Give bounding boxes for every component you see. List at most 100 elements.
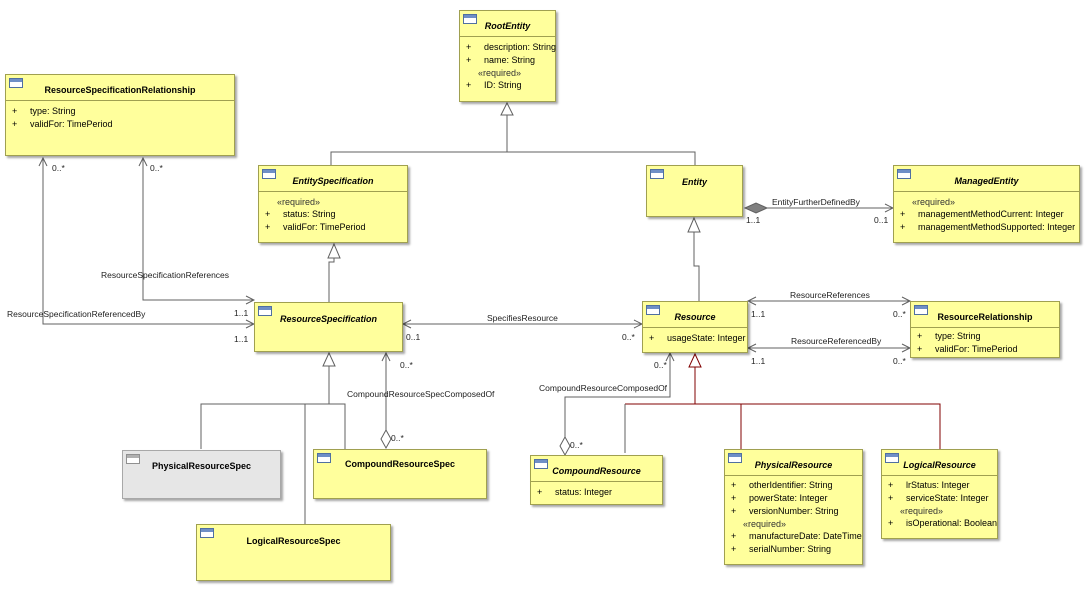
generalization-arrowhead-resourcespec <box>322 351 336 367</box>
class-compound-resource-spec[interactable]: CompoundResourceSpec <box>313 449 487 499</box>
class-name: RootEntity <box>484 21 531 31</box>
attribute-row: +status: Integer <box>537 487 613 497</box>
multiplicity: 0..* <box>400 360 413 370</box>
class-name: LogicalResource <box>903 460 976 470</box>
generalization-entityspec-resourcespec <box>328 258 335 302</box>
attribute-row: +serviceState: Integer <box>888 493 989 503</box>
arrow-crsco-top <box>381 351 391 362</box>
attribute-row: +lrStatus: Integer <box>888 480 970 490</box>
multiplicity: 0..* <box>391 433 404 443</box>
class-icon <box>258 306 272 316</box>
class-icon <box>646 305 660 315</box>
multiplicity: 0..* <box>622 332 635 342</box>
attribute-row: +managementMethodSupported: Integer <box>900 222 1076 232</box>
class-compound-resource[interactable]: CompoundResource +status: Integer <box>530 455 663 505</box>
multiplicity: 1..1 <box>746 215 761 225</box>
association-resource-spec-referenced-by <box>42 158 254 325</box>
attribute-row: +isOperational: Boolean <box>888 518 998 528</box>
class-entity-specification[interactable]: EntitySpecification «required» +status: … <box>258 165 408 243</box>
class-resource-specification-relationship[interactable]: ResourceSpecificationRelationship +type:… <box>5 74 235 156</box>
class-icon <box>650 169 664 179</box>
multiplicity: 1..1 <box>234 308 249 318</box>
multiplicity: 0..* <box>893 309 906 319</box>
multiplicity: 0..* <box>52 163 65 173</box>
generalization-arrowhead-entity <box>687 216 701 233</box>
stereotype-label: «required» <box>912 197 956 207</box>
class-icon <box>897 169 911 179</box>
arrow-rrb-left <box>746 343 757 353</box>
attribute-row: +versionNumber: String <box>731 506 839 516</box>
attribute-row: +serialNumber: String <box>731 544 832 554</box>
aggregation-diamond-compound-resource <box>559 435 571 457</box>
class-icon <box>885 453 899 463</box>
composition-diamond-entity <box>743 202 769 214</box>
class-icon <box>9 78 23 88</box>
stereotype-label: «required» <box>277 197 321 207</box>
class-icon <box>463 14 477 24</box>
attribute-row: +description: String <box>466 42 557 52</box>
class-icon <box>728 453 742 463</box>
attribute-row: +type: String <box>917 331 981 341</box>
class-logical-resource-spec[interactable]: LogicalResourceSpec <box>196 524 391 581</box>
stereotype-label: «required» <box>743 519 787 529</box>
attribute-row: +name: String <box>466 55 536 65</box>
label-entity-further-defined-by: EntityFurtherDefinedBy <box>772 197 860 207</box>
multiplicity: 0..* <box>893 356 906 366</box>
aggregation-diamond-compound-spec <box>380 428 392 450</box>
class-physical-resource[interactable]: PhysicalResource +otherIdentifier: Strin… <box>724 449 863 565</box>
attribute-row: +usageState: Integer <box>649 333 746 343</box>
class-name: ResourceRelationship <box>937 312 1033 322</box>
class-physical-resource-spec[interactable]: PhysicalResourceSpec <box>122 450 281 499</box>
generalization-entity-resource <box>693 232 700 301</box>
attribute-row: +manufactureDate: DateTime <box>731 531 862 541</box>
multiplicity: 1..1 <box>751 309 766 319</box>
class-resource-relationship[interactable]: ResourceRelationship +type: String +vali… <box>910 301 1060 358</box>
attribute-row: +validFor: TimePeriod <box>917 344 1018 354</box>
generalization-arrowhead-entityspec <box>327 242 341 259</box>
multiplicity: 0..* <box>654 360 667 370</box>
class-managed-entity[interactable]: ManagedEntity «required» +managementMeth… <box>893 165 1080 243</box>
class-icon <box>262 169 276 179</box>
label-compound-resource-spec-composed-of: CompoundResourceSpecComposedOf <box>347 389 495 399</box>
class-icon <box>317 453 331 463</box>
class-icon <box>200 528 214 538</box>
generalization-arrowhead-root <box>500 101 514 116</box>
class-logical-resource[interactable]: LogicalResource +lrStatus: Integer +serv… <box>881 449 998 539</box>
generalization-arrowhead-resource <box>688 352 702 368</box>
attribute-row: +otherIdentifier: String <box>731 480 833 490</box>
class-name: Entity <box>681 177 707 187</box>
class-resource[interactable]: Resource +usageState: Integer <box>642 301 748 353</box>
class-entity[interactable]: Entity <box>646 165 743 217</box>
multiplicity: 1..1 <box>751 356 766 366</box>
class-resource-specification[interactable]: ResourceSpecification <box>254 302 403 352</box>
attribute-row: +powerState: Integer <box>731 493 828 503</box>
class-name: ResourceSpecificationRelationship <box>44 85 196 95</box>
class-root-entity[interactable]: RootEntity +description: String +name: S… <box>459 10 556 102</box>
arrow-specifies-left <box>401 319 412 329</box>
class-name: PhysicalResource <box>754 460 833 470</box>
arrow-rsr-top <box>138 156 148 167</box>
class-name: EntitySpecification <box>292 176 374 186</box>
class-name: PhysicalResourceSpec <box>151 461 252 471</box>
class-icon <box>534 459 548 469</box>
attribute-row: +status: String <box>265 209 336 219</box>
arrow-rsr-right <box>245 295 256 305</box>
stereotype-label: «required» <box>478 68 522 78</box>
class-name: ResourceSpecification <box>279 314 378 324</box>
class-name: CompoundResourceSpec <box>344 459 456 469</box>
class-icon <box>914 305 928 315</box>
attribute-row: +managementMethodCurrent: Integer <box>900 209 1064 219</box>
class-name: LogicalResourceSpec <box>246 536 341 546</box>
label-specifies-resource: SpecifiesResource <box>487 313 558 323</box>
arrow-rr-left <box>746 296 757 306</box>
label-resource-referenced-by: ResourceReferencedBy <box>791 336 882 346</box>
attribute-row: +ID: String <box>466 80 522 90</box>
class-icon <box>126 454 140 464</box>
multiplicity: 0..* <box>150 163 163 173</box>
generalization-entity-spec-branch <box>330 151 696 166</box>
label-resource-references: ResourceReferences <box>790 290 870 300</box>
class-name: Resource <box>674 312 716 322</box>
attribute-row: +validFor: TimePeriod <box>12 119 113 129</box>
class-name: ManagedEntity <box>954 176 1019 186</box>
association-resource-spec-references <box>142 158 254 301</box>
